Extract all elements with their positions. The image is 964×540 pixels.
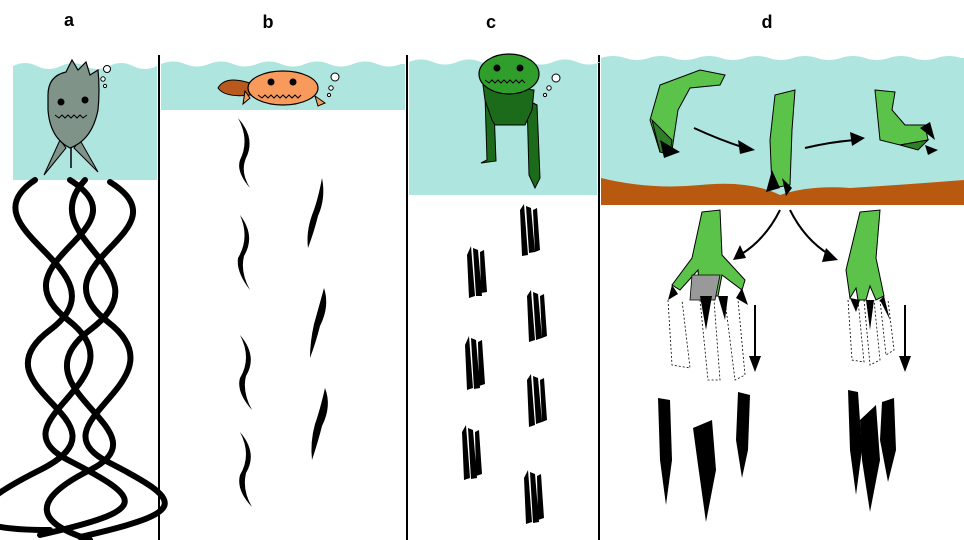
panel-label-d: d [762, 12, 773, 32]
limb-trace [658, 390, 896, 522]
limb-icon [668, 210, 748, 380]
fish-trail [0, 180, 165, 540]
panel-label-a: a [64, 10, 75, 30]
limb-icon [846, 210, 894, 365]
frog-trace [462, 204, 547, 524]
salamander-trace [238, 118, 328, 507]
panel-label-b: b [263, 12, 274, 32]
panel-a [0, 60, 165, 540]
panel-label-c: c [486, 12, 496, 32]
panel-d [601, 56, 964, 522]
panel-b [161, 62, 405, 508]
panel-c [409, 54, 601, 524]
